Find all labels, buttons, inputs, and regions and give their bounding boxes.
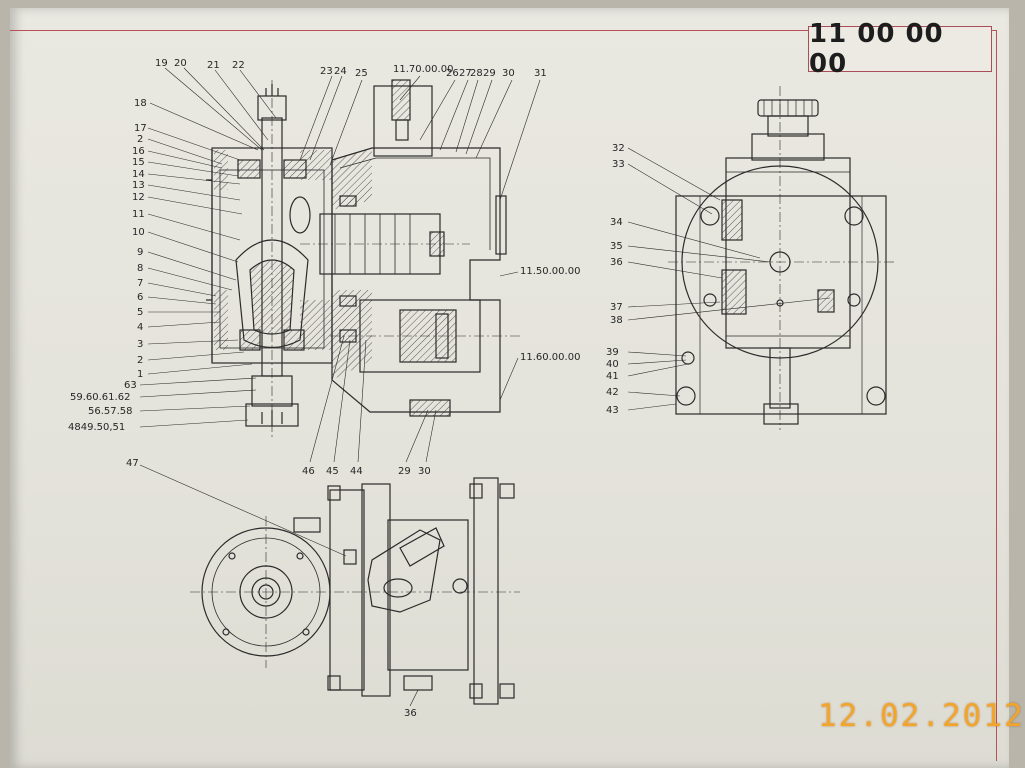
motor-body <box>725 157 851 349</box>
label-59-62: 59.60.61.62 <box>70 392 130 403</box>
label-47: 47 <box>126 458 139 469</box>
ref-11-50: 11.50.00.00 <box>520 266 580 277</box>
label-4: 4 <box>137 322 143 333</box>
label-56-58: 56.57.58 <box>88 406 133 417</box>
label-1: 1 <box>137 369 143 380</box>
label-10: 10 <box>132 227 145 238</box>
label-29-bottom: 29 <box>398 466 411 477</box>
label-25: 25 <box>355 68 368 79</box>
mounting-plate <box>675 195 887 415</box>
label-26: 26 <box>446 68 459 79</box>
label-30-bottom: 30 <box>418 466 431 477</box>
label-40: 40 <box>606 359 619 370</box>
label-46: 46 <box>302 466 315 477</box>
side-view <box>668 86 894 430</box>
label-28: 28 <box>470 68 483 79</box>
label-43: 43 <box>606 405 619 416</box>
label-24: 24 <box>334 66 347 77</box>
ref-11-70: 11.70.00.00 <box>393 64 453 75</box>
end-plate <box>473 477 499 705</box>
label-42: 42 <box>606 387 619 398</box>
label-14: 14 <box>132 169 145 180</box>
label-33: 33 <box>612 159 625 170</box>
label-22: 22 <box>232 60 245 71</box>
side-window <box>495 195 507 255</box>
label-12: 12 <box>132 192 145 203</box>
ref-11-60: 11.60.00.00 <box>520 352 580 363</box>
label-39: 39 <box>606 347 619 358</box>
label-15: 15 <box>132 157 145 168</box>
label-19: 19 <box>155 58 168 69</box>
label-6: 6 <box>137 292 143 303</box>
label-16: 16 <box>132 146 145 157</box>
label-34: 34 <box>610 217 623 228</box>
label-29-top: 29 <box>483 68 496 79</box>
label-9: 9 <box>137 247 143 258</box>
drawing-sheet: 11 00 00 00 <box>10 8 1009 768</box>
label-48-51: 4849.50,51 <box>68 422 125 433</box>
center-flange <box>329 489 365 691</box>
label-44: 44 <box>350 466 363 477</box>
label-2-upper: 2 <box>137 134 143 145</box>
tilted-boss <box>367 529 441 613</box>
label-37: 37 <box>610 302 623 313</box>
label-5: 5 <box>137 307 143 318</box>
leader-lines <box>139 67 831 707</box>
label-3: 3 <box>137 339 143 350</box>
label-7: 7 <box>137 278 143 289</box>
label-2-lower: 2 <box>137 355 143 366</box>
label-8: 8 <box>137 263 143 274</box>
label-63: 63 <box>124 380 137 391</box>
cam-body <box>235 239 309 349</box>
label-32: 32 <box>612 143 625 154</box>
label-23: 23 <box>320 66 333 77</box>
label-30-top: 30 <box>502 68 515 79</box>
label-35: 35 <box>610 241 623 252</box>
label-21: 21 <box>207 60 220 71</box>
label-13: 13 <box>132 180 145 191</box>
top-view <box>190 477 520 705</box>
label-38: 38 <box>610 315 623 326</box>
label-27: 27 <box>459 68 472 79</box>
label-41: 41 <box>606 371 619 382</box>
label-20: 20 <box>174 58 187 69</box>
label-36-bottom: 36 <box>404 708 417 719</box>
label-36-right: 36 <box>610 257 623 268</box>
part-labels: 19 20 21 22 23 24 25 11.70.00.00 26 27 2… <box>68 58 625 719</box>
label-17: 17 <box>134 123 147 134</box>
photo-date-stamp: 12.02.2012 <box>818 698 1025 734</box>
section-view <box>206 79 520 440</box>
label-31: 31 <box>534 68 547 79</box>
label-11: 11 <box>132 209 145 220</box>
label-45: 45 <box>326 466 339 477</box>
label-18: 18 <box>134 98 147 109</box>
